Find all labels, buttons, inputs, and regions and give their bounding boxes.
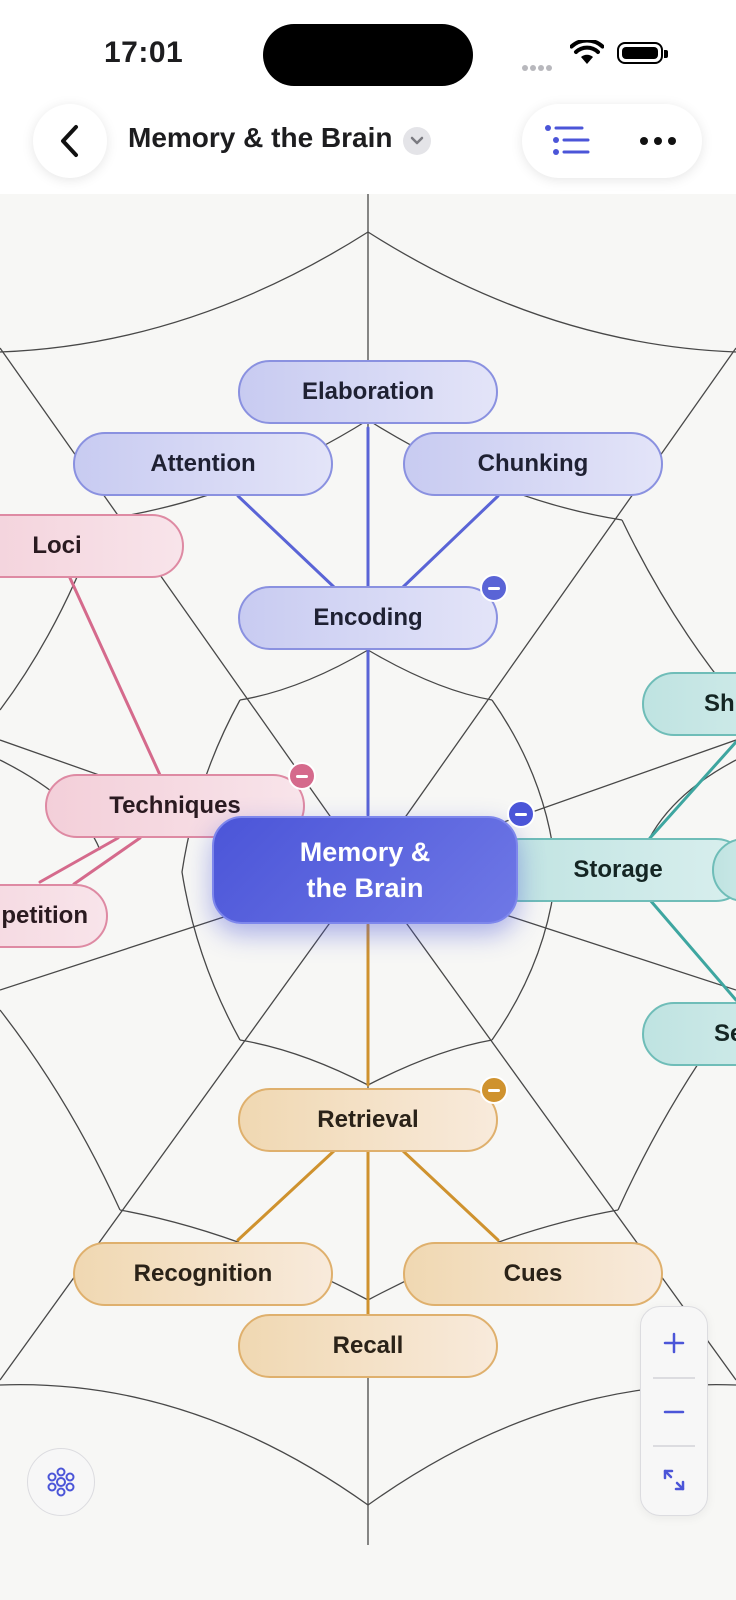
node-encoding[interactable]: Encoding — [238, 586, 498, 650]
node-chunking[interactable]: Chunking — [403, 432, 663, 496]
zoom-controls — [640, 1306, 708, 1516]
flower-layout-icon — [47, 1467, 75, 1497]
title-menu-button[interactable] — [403, 127, 431, 155]
status-bar: 17:01 — [0, 0, 736, 100]
outline-list-icon — [545, 125, 590, 155]
fit-to-screen-button[interactable] — [641, 1446, 707, 1514]
top-toolbar: Memory & the Brain — [0, 100, 736, 194]
toolbar-actions — [522, 104, 702, 178]
wifi-icon — [570, 40, 604, 64]
minus-icon — [663, 1410, 685, 1414]
layout-button[interactable] — [27, 1448, 95, 1516]
zoom-divider — [653, 1445, 695, 1447]
spiderweb-background — [0, 194, 736, 1545]
document-title[interactable]: Memory & the Brain — [128, 122, 393, 153]
plus-icon — [663, 1332, 685, 1354]
battery-icon — [617, 42, 668, 64]
node-cues[interactable]: Cues — [403, 1242, 663, 1306]
node-storage[interactable]: Storage — [488, 838, 736, 902]
collapse-techniques-button[interactable] — [288, 762, 316, 790]
chevron-down-icon — [410, 136, 424, 145]
node-sensory[interactable]: Se — [642, 1002, 736, 1066]
node-elaboration[interactable]: Elaboration — [238, 360, 498, 424]
collapse-encoding-button[interactable] — [480, 574, 508, 602]
expand-arrows-icon — [663, 1469, 685, 1491]
node-recall[interactable]: Recall — [238, 1314, 498, 1378]
mindmap-canvas[interactable]: Elaboration Attention Chunking Encoding … — [0, 194, 736, 1600]
dynamic-island — [263, 24, 473, 86]
collapse-root-button[interactable] — [507, 800, 535, 828]
node-loci[interactable]: Loci — [0, 514, 184, 578]
chevron-left-icon — [61, 125, 78, 157]
more-button[interactable] — [632, 122, 684, 160]
root-label-line1: Memory & — [299, 837, 431, 867]
zoom-out-button[interactable] — [641, 1378, 707, 1446]
node-short-term[interactable]: Sh — [642, 672, 736, 736]
node-attention[interactable]: Attention — [73, 432, 333, 496]
node-retrieval[interactable]: Retrieval — [238, 1088, 498, 1152]
zoom-in-button[interactable] — [641, 1309, 707, 1377]
node-root[interactable]: Memory & the Brain — [212, 816, 518, 924]
collapse-retrieval-button[interactable] — [480, 1076, 508, 1104]
zoom-divider — [653, 1377, 695, 1379]
back-button[interactable] — [33, 104, 107, 178]
status-time: 17:01 — [104, 36, 184, 69]
outline-button[interactable] — [542, 122, 594, 160]
cellular-signal-icon — [522, 58, 554, 76]
node-techniques[interactable]: Techniques — [45, 774, 305, 838]
node-recognition[interactable]: Recognition — [73, 1242, 333, 1306]
ellipsis-icon — [640, 137, 676, 145]
root-label-line2: the Brain — [306, 873, 424, 903]
node-repetition[interactable]: petition — [0, 884, 108, 948]
